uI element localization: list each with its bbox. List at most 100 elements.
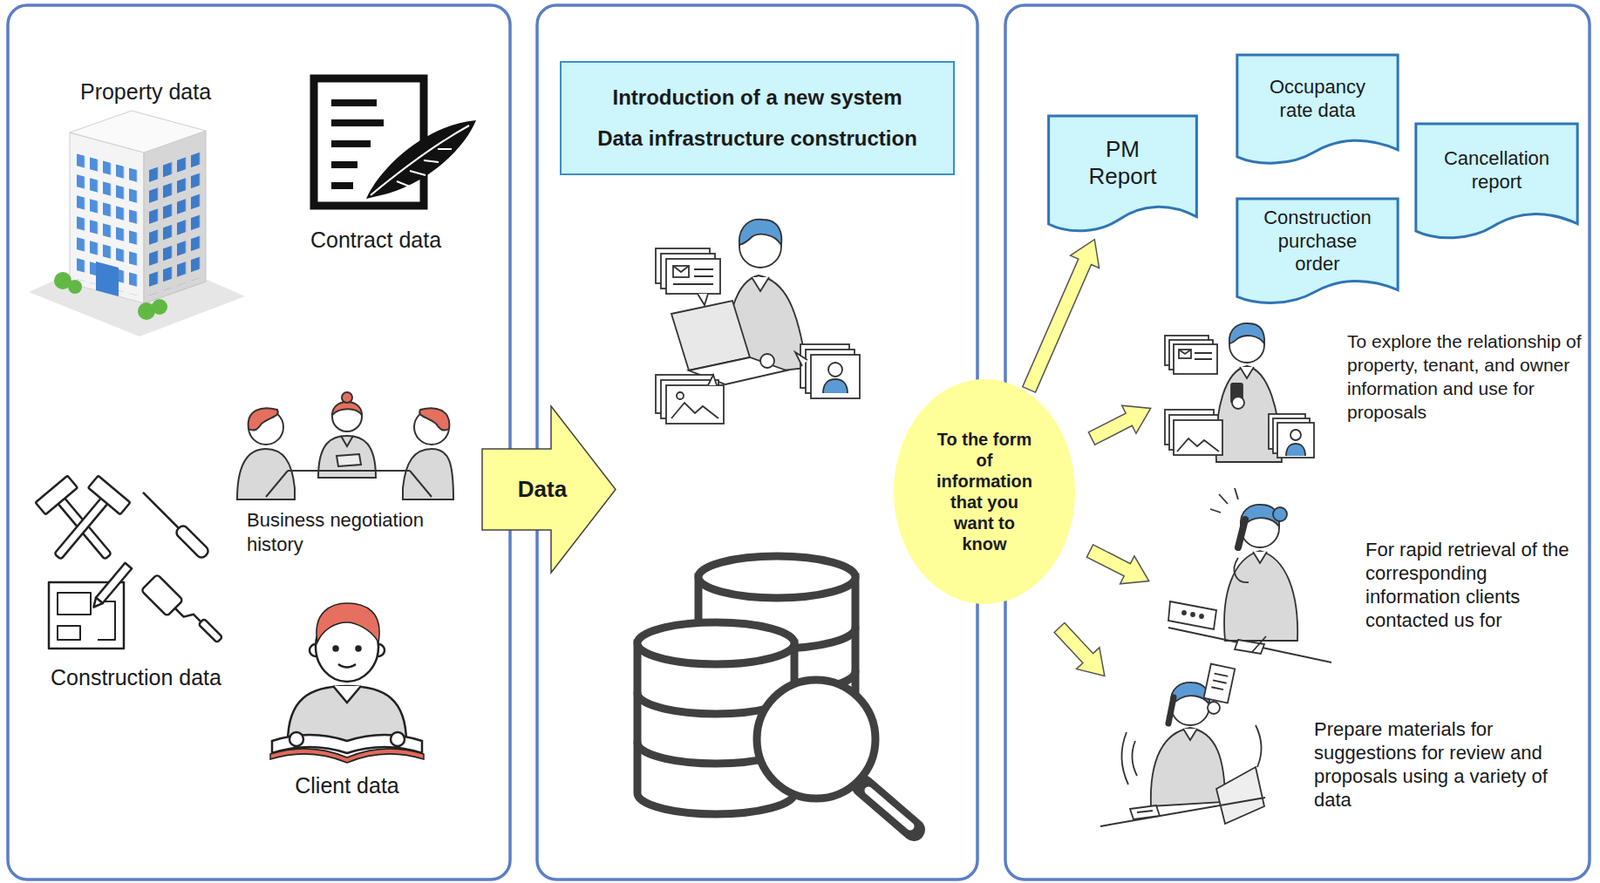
staff-illustration	[1199, 614, 1204, 619]
staff-illustration	[1252, 636, 1267, 653]
text-group: To the form of information that you want…	[930, 428, 1039, 555]
worker-illustration	[655, 219, 860, 424]
contract-icon	[331, 99, 377, 107]
document-shape	[1048, 115, 1198, 232]
tools-icon	[90, 598, 103, 611]
database-icon	[637, 622, 795, 665]
text-area: PM Report	[1046, 114, 1199, 212]
staff-illustration	[1207, 701, 1220, 715]
contract-icon	[331, 161, 358, 169]
text-area: Occupancy rate data	[1234, 53, 1401, 146]
caption-label: Property data	[40, 78, 251, 105]
document-shape	[1237, 198, 1398, 303]
client-illustration	[333, 686, 361, 703]
contract-icon	[313, 78, 424, 206]
flow-arrow	[1022, 239, 1100, 393]
node-text: PM Report	[1075, 136, 1172, 191]
worker-illustration	[708, 374, 717, 386]
contract-icon	[370, 125, 470, 196]
database-icon	[863, 786, 914, 831]
building-icon	[143, 130, 206, 304]
ellipse-shape	[893, 379, 1076, 605]
client-illustration	[338, 664, 356, 668]
staff-illustration	[1191, 612, 1195, 617]
staff-illustration	[1290, 429, 1301, 441]
system-box: Introduction of a new systemData infrast…	[559, 61, 955, 176]
document-shape	[1237, 54, 1398, 164]
caption-label: Construction data	[13, 664, 259, 691]
staff-illustration	[1130, 805, 1160, 820]
staff-illustration	[1137, 810, 1153, 813]
staff-illustration	[1216, 767, 1265, 824]
contract-icon	[366, 120, 477, 199]
tools-icon	[142, 492, 179, 529]
client-illustration	[289, 732, 304, 747]
text-group: Data	[517, 476, 567, 504]
staff-illustration	[1239, 367, 1254, 379]
tools-icon	[198, 619, 224, 644]
text-area: Introduction of a new systemData infrast…	[561, 62, 954, 174]
meeting-illustration	[265, 470, 432, 498]
meeting-illustration	[340, 435, 354, 447]
building-icon	[95, 261, 119, 297]
client-illustration	[333, 646, 339, 652]
staff-illustration	[1100, 664, 1266, 827]
staff-illustration	[1171, 682, 1210, 705]
node-text: Data	[517, 476, 567, 504]
building-icon	[69, 132, 144, 304]
building-icon	[149, 150, 205, 296]
worker-illustration	[810, 354, 860, 399]
client-illustration	[390, 732, 405, 747]
staff-illustration	[1277, 422, 1315, 458]
staff-illustration	[1273, 507, 1287, 522]
meeting-illustration	[237, 449, 295, 500]
staff-illustration	[1168, 488, 1332, 663]
database-icon	[637, 556, 914, 831]
contract-icon	[331, 140, 371, 148]
text-area: To the form of information that you want…	[893, 379, 1076, 605]
tools-icon	[175, 602, 202, 629]
building-icon	[151, 299, 168, 315]
caption-label: Prepare materials for suggestions for re…	[1314, 717, 1550, 812]
text-group: Cancellation report	[1436, 147, 1559, 194]
client-illustration	[270, 748, 424, 763]
staff-illustration	[1121, 732, 1138, 785]
panel-frame	[7, 5, 511, 880]
worker-illustration	[666, 385, 724, 424]
pointer-arrow	[1084, 394, 1158, 453]
meeting-illustration	[332, 401, 362, 416]
pointer-arrow	[1048, 617, 1117, 688]
database-icon	[698, 556, 856, 599]
staff-illustration	[1177, 438, 1219, 452]
report-document: Construction purchase order	[1234, 197, 1401, 308]
ellipse-shape	[893, 379, 1076, 605]
building-icon	[143, 130, 206, 304]
contract-icon	[331, 182, 354, 190]
staff-illustration	[1286, 443, 1306, 457]
text-area: Cancellation report	[1413, 122, 1580, 219]
staff-illustration	[1252, 551, 1267, 564]
worker-illustration	[671, 402, 719, 419]
pointer-arrow	[1082, 537, 1157, 596]
contract-icon	[396, 149, 452, 187]
node-text: To the form of information that you want…	[930, 428, 1039, 555]
client-illustration	[270, 603, 424, 763]
staff-illustration	[1164, 323, 1315, 463]
pointer-arrow	[1082, 537, 1157, 596]
tools-icon	[54, 497, 109, 560]
caption-label: For rapid retrieval of the corresponding…	[1365, 537, 1586, 633]
text-group: Construction purchase order	[1256, 206, 1379, 276]
worker-illustration	[823, 379, 848, 394]
worker-illustration	[828, 362, 843, 377]
staff-illustration	[1238, 519, 1246, 548]
caption-label: Business negotiation history	[246, 508, 474, 558]
meeting-illustration	[336, 454, 361, 467]
tools-icon	[90, 563, 133, 611]
meeting-illustration	[419, 408, 450, 430]
staff-illustration	[1224, 551, 1298, 641]
staff-illustration	[1204, 664, 1236, 704]
staff-illustration	[1183, 728, 1198, 741]
report-document: Occupancy rate data	[1234, 53, 1401, 169]
worker-illustration	[666, 258, 721, 294]
